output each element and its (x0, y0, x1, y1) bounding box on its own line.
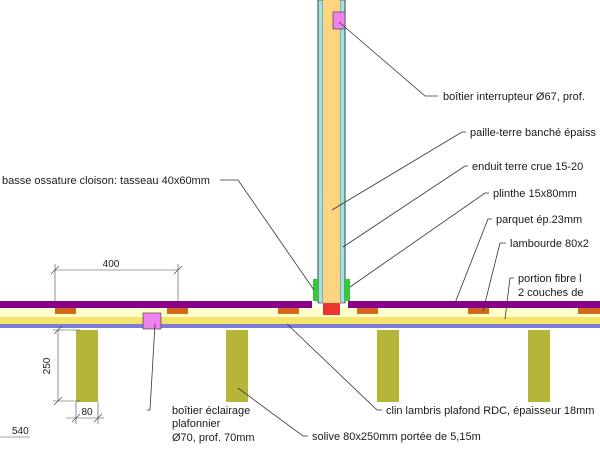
wall-straw-earth-core (323, 0, 340, 303)
dimension-spacing-label: 400 (103, 259, 120, 270)
parquet-layer-left (0, 301, 312, 308)
switch-box (332, 11, 346, 30)
skirting-left (313, 279, 318, 301)
label-partition-base: basse ossature cloison: tasseau 40x60mm (2, 175, 210, 187)
sole-plate (323, 303, 340, 315)
label-light-box-line3: Ø70, prof. 70mm (172, 432, 255, 444)
dimension-offset-label: 540 (12, 426, 29, 437)
fibre-insulation-band (0, 316, 600, 324)
ceiling-light-box (142, 312, 162, 330)
label-batten: lambourde 80x2 (510, 238, 589, 250)
label-fibre-line1: portion fibre l (518, 273, 582, 285)
batten (55, 308, 76, 314)
label-clay-render: enduit terre crue 15-20 (472, 161, 583, 173)
leader-lines (147, 21, 514, 437)
label-joist: solive 80x250mm portée de 5,15m (312, 431, 481, 443)
label-skirting: plinthe 15x80mm (493, 188, 577, 200)
wall-render-right (339, 0, 346, 304)
fibre-insulation-layer (0, 307, 600, 317)
batten (578, 308, 600, 314)
skirting-right (345, 279, 350, 301)
label-light-box-line1: boîtier éclairage (172, 405, 250, 417)
batten (278, 308, 299, 314)
joist (226, 330, 248, 402)
dimension-joist-height-label: 250 (42, 357, 53, 374)
label-straw-earth-wall: paille-terre banché épaiss (470, 127, 596, 139)
label-ceiling-cladding: clin lambris plafond RDC, épaisseur 18mm (386, 405, 594, 417)
dimension-offset: 540 (0, 426, 30, 438)
batten (357, 308, 378, 314)
dimension-joist-width-label: 80 (81, 407, 93, 418)
joist (528, 330, 550, 402)
dimension-spacing: 400 (50, 259, 183, 302)
ceiling-cladding-layer (0, 324, 600, 328)
batten (468, 308, 489, 314)
joist (377, 330, 399, 402)
wall-render-left (317, 0, 324, 304)
label-light-box-line2: plafonnier (172, 418, 221, 430)
joist (76, 330, 98, 402)
label-switch-box: boîtier interrupteur Ø67, prof. (443, 91, 585, 103)
label-parquet: parquet ép.23mm (496, 214, 582, 226)
batten (167, 308, 188, 314)
dimension-joist-height: 250 (42, 325, 80, 406)
parquet-layer-right (348, 301, 600, 308)
dimension-joist-width: 80 (66, 402, 104, 424)
label-fibre-line2: 2 couches de (518, 287, 583, 299)
